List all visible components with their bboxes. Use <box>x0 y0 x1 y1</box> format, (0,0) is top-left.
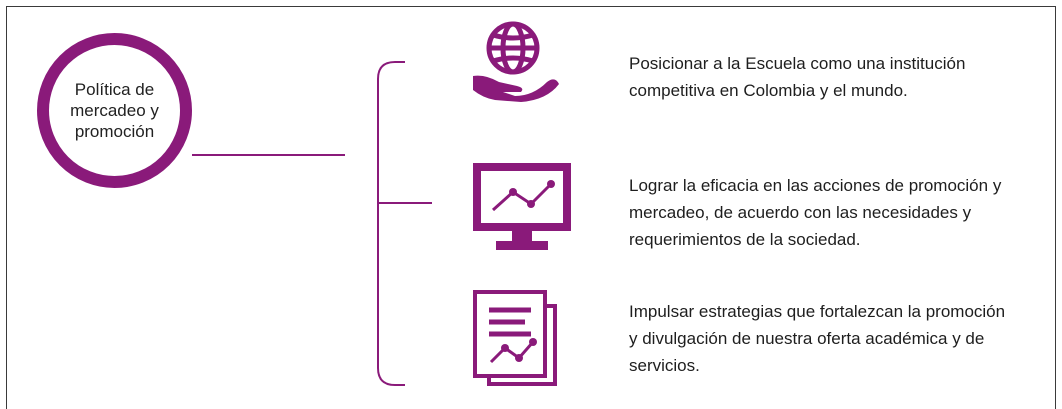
item-text-1: Posicionar a la Escuela como una institu… <box>629 54 966 100</box>
report-documents-icon <box>473 290 557 386</box>
item-text-2: Lograr la eficacia en las acciones de pr… <box>629 176 1002 249</box>
item-text-3: Impulsar estrategias que fortalezcan la … <box>629 302 1006 375</box>
globe-in-hand-icon <box>473 21 559 102</box>
connector-bracket <box>377 61 405 386</box>
diagram-frame <box>6 6 1056 409</box>
center-label: Política de mercadeo y promoción <box>70 80 159 141</box>
monitor-line-chart-icon <box>473 163 571 250</box>
center-circle: Política de mercadeo y promoción <box>37 33 192 188</box>
